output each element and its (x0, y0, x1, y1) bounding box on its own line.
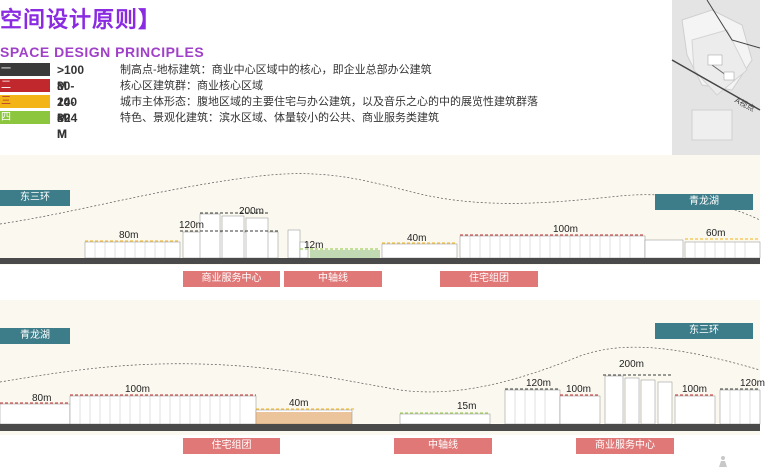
section-2-zone-residential: 住宅组团 (183, 438, 280, 454)
section-1-zone-residential: 住宅组团 (440, 271, 538, 287)
site-map-thumbnail: A视点 (671, 0, 761, 155)
s2-height-label: 100m (566, 384, 592, 395)
s2-height-label: 40m (289, 398, 309, 409)
legend-desc-3: 城市主体形态：腹地区域的主要住宅与办公建筑，以及音乐之心的中的展览性建筑群落 (120, 96, 538, 108)
section-1-left-tag: 东三环 (0, 190, 70, 206)
s1-height-label: 12m (304, 240, 324, 251)
s2-height-label: 100m (125, 384, 151, 395)
legend-swatch-3: 三 (0, 95, 50, 108)
legend-height-4: <24 M (57, 111, 78, 141)
section-1-zone-commercial: 商业服务中心 (183, 271, 280, 287)
legend-swatch-2: 二 (0, 79, 50, 92)
s2-height-label: 200m (619, 359, 645, 370)
person-icon (717, 455, 729, 467)
legend-desc-4: 特色、景观化建筑：滨水区域、体量较小的公共、商业服务类建筑 (120, 112, 439, 124)
s2-height-label: 15m (457, 401, 477, 412)
section-2-left-tag: 青龙湖 (0, 328, 70, 344)
legend-swatch-1: 一 (0, 63, 50, 76)
legend-desc-1: 制高点-地标建筑：商业中心区域中的核心，即企业总部办公建筑 (120, 64, 432, 76)
s2-height-label: 80m (32, 393, 52, 404)
s2-height-label: 100m (682, 384, 708, 395)
s1-height-label: 100m (553, 224, 579, 235)
s1-height-label: 120m (179, 220, 205, 231)
legend-height-1: >100 M (57, 63, 85, 93)
section-2-right-tag: 东三环 (655, 323, 753, 339)
section-2-zone-axis: 中轴线 (394, 438, 492, 454)
section-2-zone-commercial: 商业服务中心 (576, 438, 674, 454)
section-1-right-tag: 青龙湖 (655, 194, 753, 210)
section-1-zone-axis: 中轴线 (284, 271, 382, 287)
s1-height-label: 80m (119, 230, 139, 241)
section-2-skyline (0, 346, 761, 431)
s2-height-label: 120m (526, 378, 552, 389)
legend-desc-2: 核心区建筑群：商业核心区域 (120, 80, 263, 92)
legend-swatch-4: 四 (0, 111, 50, 124)
legend-height-2: 80-100 M (57, 79, 78, 125)
site-map-drawing (671, 0, 761, 155)
s1-height-label: 60m (706, 228, 726, 239)
s2-height-label: 120m (740, 378, 765, 389)
section-1-skyline (0, 173, 761, 264)
page-subtitle: SPACE DESIGN PRINCIPLES (0, 44, 205, 60)
legend-height-3: 24-80 M (57, 95, 75, 141)
s1-height-label: 200m (239, 206, 265, 217)
page-title: 空间设计原则】 (0, 7, 162, 32)
s1-height-label: 40m (407, 233, 427, 244)
